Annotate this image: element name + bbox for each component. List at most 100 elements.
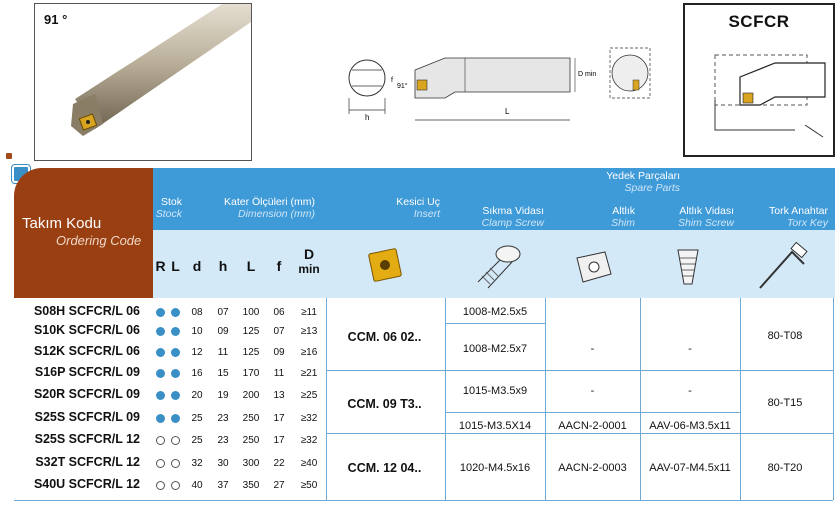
row-f-value: 17 [273,435,285,446]
col-dmin-min: min [298,262,320,276]
stock-r-dot [156,348,165,357]
row-ordering-code: S32T SCFCR/L 12 [35,455,140,469]
row-ordering-code: S08H SCFCR/L 06 [33,304,140,318]
photo-angle-label: 91 ° [44,12,68,27]
grid-line-group-1 [326,370,833,371]
row-d-value: ≥16 [300,347,318,358]
row-f-value: 22 [273,458,285,469]
torx-key-label: Tork Anahtar [769,205,828,217]
row-ordering-code: S10K SCFCR/L 06 [33,323,140,337]
shim-2: - [590,385,595,397]
row-d-value: 25 [191,413,203,424]
row-h-value: 30 [217,458,229,469]
col-f: f [276,258,282,274]
shim-1: - [590,343,595,355]
row-d-value: ≥32 [300,435,318,446]
clamp-screw-label-en: Clamp Screw [481,217,544,229]
clamp-screw-icon [477,245,521,289]
grid-line-right [833,298,834,500]
row-l-value: 100 [242,307,260,318]
row-l-value: 250 [242,435,260,446]
f-dim-label: f [391,77,393,84]
technical-drawing: h L 91° f D min [335,40,665,130]
col-l: L [171,258,180,274]
grid-line-torx-left [740,298,741,500]
torx-key-label-en: Torx Key [786,217,828,229]
code-title: SCFCR [728,12,790,31]
shim-screw-1: - [688,343,692,355]
clamp-screw-1: 1008-M2.5x5 [462,306,528,318]
col-h: h [218,258,228,274]
shim-icon [576,251,612,283]
row-l-value: 125 [242,347,260,358]
grid-line-group-2 [326,433,833,434]
torx-key-2: 80-T15 [767,397,803,409]
row-f-value: 07 [273,326,285,337]
row-f-value: 27 [273,480,285,491]
torx-key-1: 80-T08 [767,330,803,342]
stock-r-dot [156,327,165,336]
row-d-value: 10 [191,326,203,337]
l-dim-label: L [505,107,510,116]
row-h-value: 23 [217,435,229,446]
grid-line-bottom [14,500,833,501]
col-dmin: D min [294,246,324,276]
dimensions-label: Kater Ölçüleri (mm) [223,196,315,208]
code-diagram-box [683,3,835,157]
row-ordering-code: S40U SCFCR/L 12 [33,477,140,491]
col-dmin-d: D [303,246,315,262]
boring-bar-image [71,0,251,136]
shim-3: AACN-2-0001 [558,420,627,432]
row-d-value: 20 [191,390,203,401]
h-dim-label: h [365,113,369,122]
row-ordering-code: S12K SCFCR/L 06 [33,344,140,358]
row-d-value: 25 [191,435,203,446]
row-f-value: 17 [273,413,285,424]
row-h-value: 09 [217,326,229,337]
row-h-value: 19 [217,390,229,401]
row-l-value: 300 [242,458,260,469]
stock-r-dot [156,481,165,490]
row-d-value: 16 [191,368,203,379]
stock-l-dot [171,391,180,400]
stock-r-dot [156,391,165,400]
holder-schematic [714,54,826,138]
row-f-value: 13 [273,390,285,401]
clamp-screw-4: 1015-M3.5X14 [458,420,532,432]
spare-parts-label: Yedek Parçaları [606,170,680,182]
row-ordering-code: S25S SCFCR/L 12 [34,432,140,446]
row-h-value: 11 [217,347,229,358]
row-d-value: ≥13 [300,326,318,337]
insert-label: Kesici Uç [396,196,440,208]
row-h-value: 37 [217,480,229,491]
torx-key-icon [759,241,808,289]
stock-l-dot [171,436,180,445]
ordering-code-header [14,168,153,298]
col-d: d [192,258,202,274]
row-ordering-code: S25S SCFCR/L 09 [34,410,140,424]
clamp-screw-label: Sıkma Vidası [482,205,544,217]
shim-label-en: Shim [611,217,635,229]
spare-parts-label-en: Spare Parts [624,182,680,194]
row-d-value: 12 [191,347,203,358]
stock-l-dot [171,481,180,490]
row-ordering-code: S16P SCFCR/L 09 [34,365,140,379]
stock-l-dot [171,327,180,336]
row-l-value: 125 [242,326,260,337]
row-d-value: ≥32 [300,413,318,424]
insert-code-06: CCM. 06 02.. [347,330,422,344]
row-l-value: 250 [242,413,260,424]
grid-line-insert-left [326,298,327,500]
row-ordering-code: S20R SCFCR/L 09 [33,387,140,401]
shim-4: AACN-2-0003 [558,462,627,474]
stock-l-dot [171,348,180,357]
shim-screw-label: Altlık Vidası [679,205,734,217]
row-h-value: 07 [217,307,229,318]
row-l-value: 200 [242,390,260,401]
